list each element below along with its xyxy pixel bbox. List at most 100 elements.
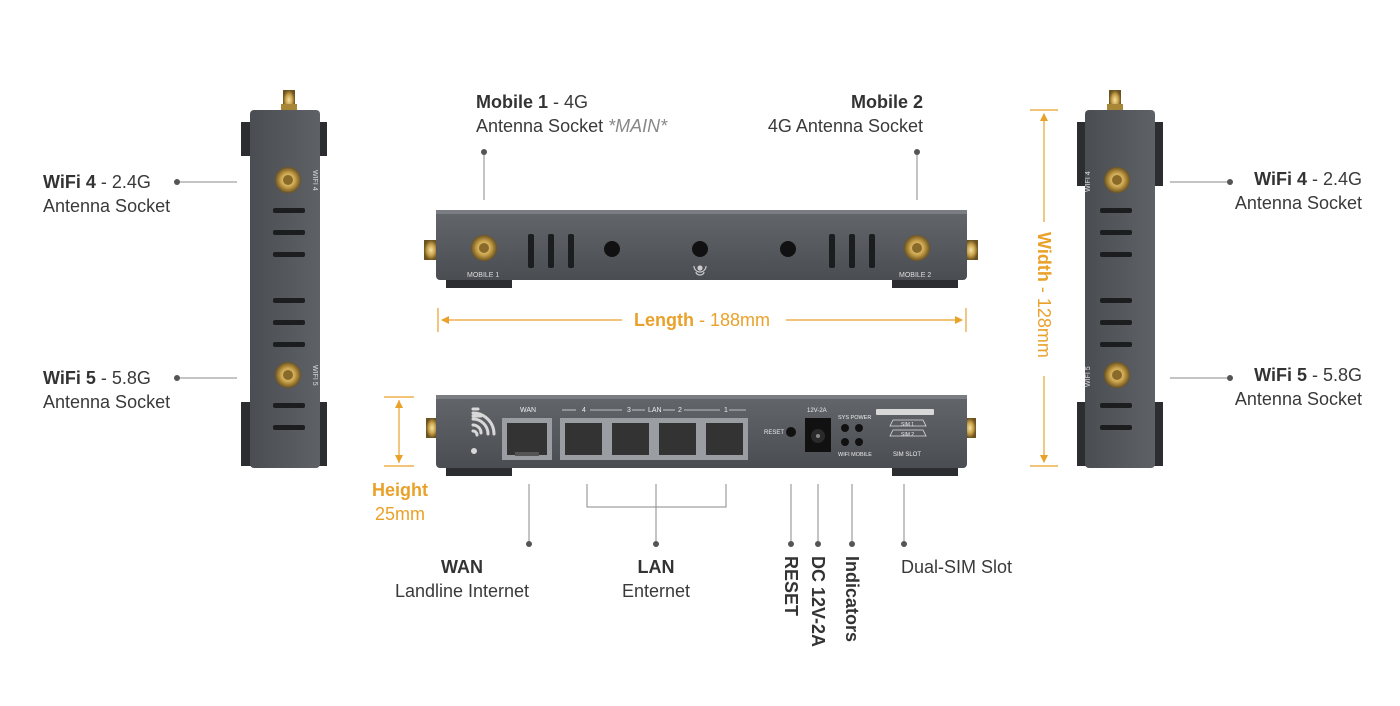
mobile1-line2: Antenna Socket (476, 116, 609, 136)
lan-port-3[interactable] (607, 418, 654, 460)
wifi4-left-title: WiFi 4 (43, 172, 96, 192)
mobile2-label: Mobile 2 4G Antenna Socket (768, 90, 923, 138)
wan-label: WAN Landline Internet (379, 555, 545, 603)
lan-port-2[interactable] (654, 418, 701, 460)
reset-button[interactable] (786, 427, 796, 437)
wifi5-antenna-socket-icon (275, 362, 301, 388)
sim-label: Dual-SIM Slot (901, 557, 1013, 577)
dc-label: DC 12V-2A (808, 556, 828, 648)
wifi5-antenna-socket-icon (1104, 362, 1130, 388)
side-antenna-stub-icon (424, 240, 438, 260)
wifi5-right-suffix: - 5.8G (1306, 365, 1362, 385)
side-antenna-stub-icon (426, 418, 438, 438)
mobile2-title: Mobile 2 (850, 92, 923, 112)
wifi4-left-suffix: - 2.4G (95, 172, 151, 192)
mobile1-note: *MAIN* (608, 116, 668, 136)
indicator-leds (841, 424, 863, 446)
mobile1-antenna-socket-icon (471, 235, 497, 261)
dc-power-jack[interactable] (805, 418, 831, 452)
mobile2-print: MOBILE 2 (899, 272, 931, 279)
wifi5-left-label: WiFi 5 - 5.8G Antenna Socket (43, 366, 170, 414)
signal-icon (693, 265, 707, 276)
width-title: Width (1034, 232, 1054, 282)
mobile1-title: Mobile 1 (476, 92, 549, 112)
wifi5-right-line2: Antenna Socket (1234, 389, 1362, 409)
indicators-label: Indicators (842, 556, 862, 643)
lan-port-4[interactable] (560, 418, 607, 460)
sim-slot[interactable] (876, 409, 934, 415)
wifi5-right-label: WiFi 5 - 5.8G Antenna Socket (1235, 363, 1362, 411)
wifi5-left-title: WiFi 5 (43, 368, 96, 388)
wifi4-antenna-socket-icon (275, 167, 301, 193)
wifi5-print: WIFI 5 (311, 365, 318, 386)
sim-slot-print: SIM SLOT (893, 452, 921, 458)
length-label: Length - 188mm (634, 308, 770, 332)
mobile1-suffix: - 4G (548, 92, 589, 112)
left-side-view: WIFI 4 WIFI 5 (241, 90, 327, 468)
vent-slots (528, 234, 875, 268)
width-suffix: - 128mm (1034, 281, 1054, 358)
vent-slots (273, 208, 305, 430)
wifi5-left-suffix: - 5.8G (95, 368, 151, 388)
mobile2-antenna-socket-icon (904, 235, 930, 261)
callout-lines (174, 149, 1233, 547)
lan4-print: 4 (582, 407, 586, 414)
lan-label: LAN Enternet (596, 555, 716, 603)
dc-print: 12V-2A (807, 408, 827, 414)
sim2-print: SIM 2 (901, 432, 914, 438)
wan-title: WAN (441, 557, 483, 577)
mobile2-line2: 4G Antenna Socket (767, 116, 923, 136)
wifi5-right-title: WiFi 5 (1254, 365, 1307, 385)
length-suffix: - 188mm (694, 310, 771, 330)
side-antenna-stub-icon (964, 240, 978, 260)
lan-ports (560, 418, 748, 460)
mobile1-print: MOBILE 1 (467, 272, 499, 279)
indicators-print-top: SYS POWER (838, 415, 871, 421)
antenna-stub-icon (1107, 90, 1123, 112)
sim-print-box (889, 419, 927, 437)
wifi4-left-label: WiFi 4 - 2.4G Antenna Socket (43, 170, 170, 218)
dimension-lines (384, 109, 1058, 467)
lan1-print: 1 (724, 407, 728, 414)
wifi4-antenna-socket-icon (1104, 167, 1130, 193)
length-title: Length (634, 310, 694, 330)
wifi4-left-line2: Antenna Socket (43, 196, 171, 216)
indicators-print-bottom: WIFI MOBILE (838, 452, 872, 458)
wifi4-print: WIFI 4 (311, 170, 318, 191)
right-side-view: WIFI 4 WIFI 5 (1077, 90, 1163, 468)
wan-port[interactable] (502, 418, 552, 460)
sim1-print: SIM 1 (901, 422, 914, 428)
reset-label: RESET (781, 556, 801, 617)
height-title: Height (372, 480, 428, 500)
lan-title: LAN (637, 557, 675, 577)
top-view: MOBILE 1 MOBILE 2 (424, 210, 978, 288)
antenna-stub-icon (281, 90, 297, 112)
height-value: 25mm (374, 504, 425, 524)
reset-print: RESET (764, 430, 784, 436)
wifi5-left-line2: Antenna Socket (43, 392, 171, 412)
router-side-body (1085, 110, 1155, 468)
lan-port-1[interactable] (701, 418, 748, 460)
wifi4-right-line2: Antenna Socket (1234, 193, 1362, 213)
wifi4-right-label: WiFi 4 - 2.4G Antenna Socket (1235, 167, 1362, 215)
router-side-body (250, 110, 320, 468)
height-label: Height 25mm (360, 478, 440, 526)
wifi4-print: WIFI 4 (1085, 171, 1092, 192)
brand-logo-icon (471, 407, 496, 454)
wifi4-right-title: WiFi 4 (1254, 169, 1307, 189)
lan-line2: Enternet (621, 581, 691, 601)
wifi4-right-suffix: - 2.4G (1306, 169, 1362, 189)
mobile1-label: Mobile 1 - 4G Antenna Socket *MAIN* (476, 90, 667, 138)
vent-slots (1100, 208, 1132, 430)
wifi5-print: WIFI 5 (1085, 366, 1092, 387)
lan2-print: 2 (678, 407, 682, 414)
front-view: WAN LAN 4 3 2 1 (426, 395, 976, 476)
screw-holes (604, 241, 796, 257)
lan3-print: 3 (627, 407, 631, 414)
lan-print: LAN (648, 407, 662, 414)
wan-print: WAN (520, 407, 536, 414)
width-label: Width - 128mm (1033, 232, 1055, 358)
wan-line2: Landline Internet (394, 581, 530, 601)
